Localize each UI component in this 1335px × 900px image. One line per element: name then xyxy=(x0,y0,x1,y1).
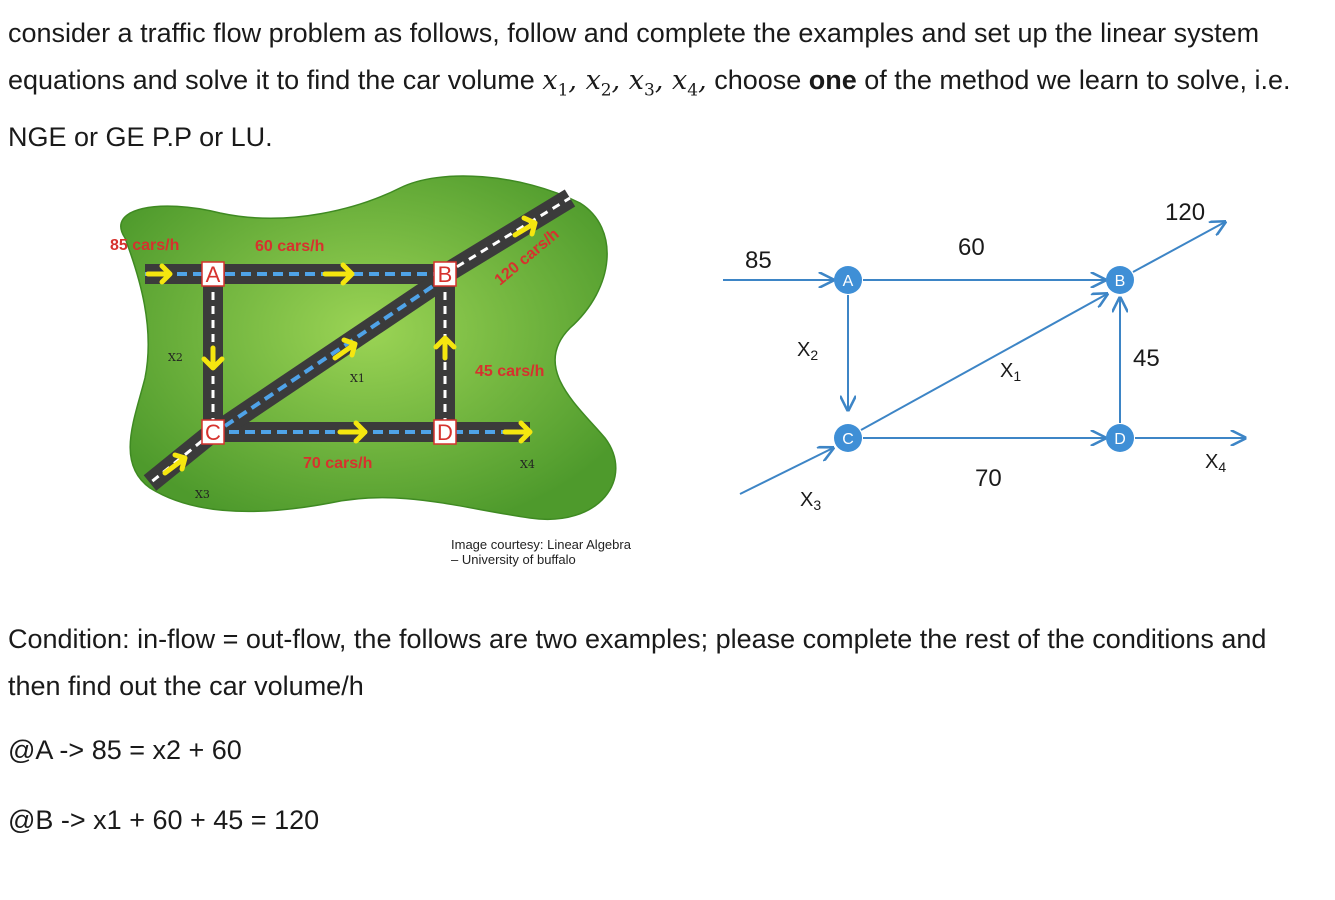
var-x4: x4, xyxy=(672,65,707,101)
x1-label: X1 xyxy=(350,372,365,385)
var-x2: x2, xyxy=(585,65,629,101)
node-a-label: A xyxy=(206,262,221,287)
equation-node-b: @B -> x1 + 60 + 45 = 120 xyxy=(8,805,320,835)
edge-c-b xyxy=(860,294,1107,431)
flow-70-label: 70 cars/h xyxy=(303,455,372,472)
x2-label: X2 xyxy=(168,351,183,364)
label-120: 120 xyxy=(1165,199,1205,226)
label-x4: X4 xyxy=(1205,451,1226,475)
node-a-text: A xyxy=(843,273,854,290)
label-60: 60 xyxy=(958,234,985,261)
node-c-circle xyxy=(834,424,862,452)
traffic-illustration: A B C D 85 cars/h 60 cars/h 120 cars/h 4… xyxy=(110,175,617,520)
node-b-text: B xyxy=(1115,273,1126,290)
node-b-box xyxy=(433,261,457,287)
node-d-circle xyxy=(1106,424,1134,452)
image-courtesy: Image courtesy: Linear Algebra – Univers… xyxy=(451,537,631,567)
intro-text-2: choose xyxy=(706,65,809,95)
intro-paragraph: consider a traffic flow problem as follo… xyxy=(8,10,1318,161)
var-x1: x1, xyxy=(542,65,586,101)
label-45: 45 xyxy=(1133,345,1160,372)
edge-in-c xyxy=(739,448,833,495)
node-d-box xyxy=(433,419,457,445)
flow-45-label: 45 cars/h xyxy=(475,363,544,380)
flow-85-label: 85 cars/h xyxy=(110,237,179,254)
node-d-text: D xyxy=(1114,431,1126,448)
node-b-label: B xyxy=(438,262,453,287)
courtesy-line-1: Image courtesy: Linear Algebra xyxy=(451,537,631,552)
label-x2: X2 xyxy=(797,339,818,363)
node-a-box xyxy=(201,261,225,287)
label-85: 85 xyxy=(745,247,772,274)
label-70: 70 xyxy=(975,465,1002,492)
x4-label: X4 xyxy=(520,458,535,471)
equation-node-a: @A -> 85 = x2 + 60 xyxy=(8,735,242,765)
label-x1: X1 xyxy=(1000,360,1021,384)
intro-text-1: consider a traffic flow problem as follo… xyxy=(8,18,1260,95)
condition-paragraph: Condition: in-flow = out-flow, the follo… xyxy=(8,624,1267,701)
node-c-label: C xyxy=(205,420,221,445)
node-c-box xyxy=(201,419,225,445)
edge-b-out xyxy=(1132,222,1225,273)
node-d-label: D xyxy=(437,420,453,445)
intro-text-3: of the method we learn to solve, i.e. NG… xyxy=(8,65,1291,153)
flow-60-label: 60 cars/h xyxy=(255,238,324,255)
x3-label: X3 xyxy=(195,488,210,501)
node-b-circle xyxy=(1106,266,1134,294)
courtesy-line-2: – University of buffalo xyxy=(451,552,576,567)
label-x3: X3 xyxy=(800,489,821,513)
flow-network-diagram: A B C D 85 60 120 45 70 X2 X1 X3 X4 xyxy=(723,199,1275,513)
node-a-circle xyxy=(834,266,862,294)
intro-bold-one: one xyxy=(808,65,857,95)
node-c-text: C xyxy=(842,431,854,448)
var-x3: x3, xyxy=(628,65,673,101)
